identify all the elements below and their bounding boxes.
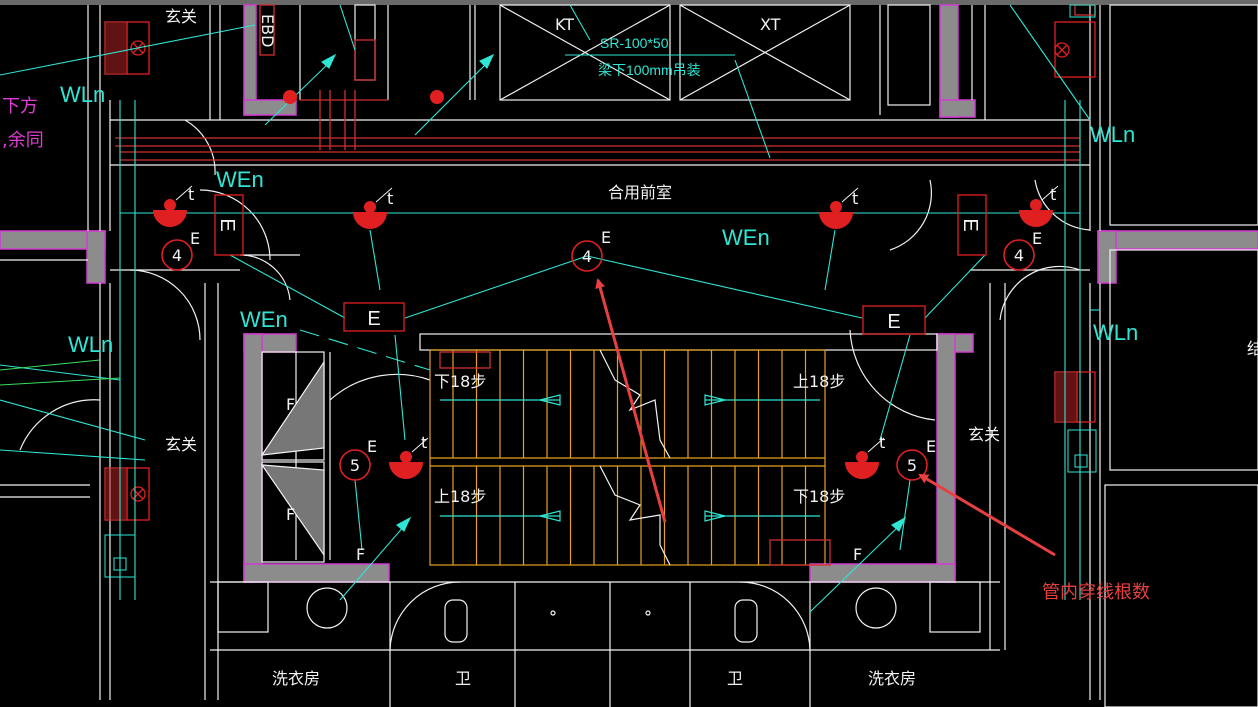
stair-break-lines — [599, 349, 671, 566]
box-label-e: E — [887, 311, 900, 333]
stairs-down-top: 下18步 — [434, 372, 486, 391]
duct-size-label: SR-100*50 — [600, 35, 669, 51]
fire-cabinet-label: F — [286, 505, 295, 524]
circle-tag-e: E — [1032, 229, 1042, 248]
stairs-up-top: 上18步 — [793, 372, 845, 391]
red-duct — [104, 4, 1096, 566]
duct-note-label: 梁下100mm吊装 — [598, 62, 701, 78]
shaft-label-xt: XT — [760, 15, 781, 34]
viewport-top-border — [0, 0, 1258, 5]
lamp-timer-label: t — [188, 185, 194, 204]
lamp-fixture-stem — [411, 437, 429, 453]
wire-count-annotation: 管内穿线根数 — [1042, 582, 1150, 603]
lamp-fixture-head — [856, 451, 868, 463]
circle-tag-e: E — [190, 229, 200, 248]
lamp-fixture-stem — [841, 187, 859, 203]
ebd-label: EBD — [258, 14, 277, 47]
walls — [0, 4, 1258, 583]
lamp-fixture — [353, 212, 387, 229]
box-label-e: E — [959, 218, 981, 231]
fire-cabinet-label: F — [286, 395, 295, 414]
architectural-lines — [0, 4, 1258, 707]
lamp-fixture — [819, 212, 853, 229]
lamp-fixture-head — [400, 451, 412, 463]
bath-label-right: 卫 — [727, 669, 743, 688]
lamp-fixtures — [153, 185, 1059, 479]
lamp-timer-label: t — [421, 433, 427, 452]
right-edge-text: 结 — [1247, 339, 1258, 358]
wire-count-number: 4 — [172, 246, 182, 265]
box-label-e: E — [367, 308, 380, 330]
circuit-label-wen: WEn — [216, 167, 264, 192]
circuit-label-wln: WLn — [60, 82, 105, 107]
fire-label: F — [853, 545, 862, 564]
lamp-fixture-stem — [175, 185, 193, 201]
lamp-fixture — [389, 462, 423, 479]
cyan-leader-arrows — [264, 53, 907, 613]
staircase — [429, 349, 826, 566]
hatch-boxes — [106, 23, 1076, 519]
equipment-boxes — [214, 194, 987, 335]
lamp-fixture-head — [1030, 199, 1042, 211]
shaft-label-kt: KT — [555, 15, 574, 34]
entrance-label-left: 玄关 — [165, 435, 197, 454]
wire-count-number: 4 — [1014, 246, 1024, 265]
green-wire — [0, 359, 121, 386]
circuit-label-wen: WEn — [240, 307, 288, 332]
mag-note-2: ,余同 — [2, 130, 44, 151]
top-fixtures — [283, 90, 444, 104]
lamp-timer-label: t — [852, 189, 858, 208]
circuit-label-wln: WLn — [68, 332, 113, 357]
entrance-label-right: 玄关 — [968, 425, 1000, 444]
wire-count-number: 5 — [350, 456, 360, 475]
fire-label: F — [356, 545, 365, 564]
lamp-fixture-head — [164, 199, 176, 211]
utility-boxes — [104, 4, 1097, 578]
lamp-timer-label: t — [1050, 185, 1056, 204]
lamp-fixture-head — [830, 201, 842, 213]
laundry-label-left: 洗衣房 — [272, 669, 320, 688]
valve-symbols — [126, 21, 1096, 521]
lamp-timer-label: t — [387, 189, 393, 208]
shared-lobby-label: 合用前室 — [608, 183, 672, 202]
circuit-label-wln: WLn — [1093, 320, 1138, 345]
lamp-fixture-stem — [867, 437, 885, 453]
stair-direction-arrows — [440, 394, 820, 522]
bath-label-left: 卫 — [455, 669, 471, 688]
lamp-fixture — [845, 462, 879, 479]
circuit-wiring — [0, 4, 1100, 600]
mag-note-1: 下方 — [2, 96, 38, 117]
lamp-fixture-stem — [375, 187, 393, 203]
annotation-arrows — [595, 278, 1056, 557]
wire-count-number: 5 — [907, 456, 917, 475]
stairs-up-bottom: 上18步 — [434, 487, 486, 506]
lamp-fixture — [153, 210, 187, 227]
lamp-timer-label: t — [879, 433, 885, 452]
wire-count-circles — [161, 239, 1035, 481]
circuit-label-wln: WLn — [1090, 122, 1135, 147]
laundry-label-right: 洗衣房 — [868, 669, 916, 688]
lamp-fixture — [1019, 210, 1053, 227]
box-label-e: E — [216, 218, 238, 231]
circle-tag-e: E — [601, 228, 611, 247]
entrance-label-top-left: 玄关 — [165, 7, 197, 26]
circuit-label-wen: WEn — [722, 225, 770, 250]
wire-count-number: 4 — [582, 247, 592, 266]
stairs-down-bottom: 下18步 — [793, 487, 845, 506]
lamp-fixture-head — [364, 201, 376, 213]
circle-tag-e: E — [926, 437, 936, 456]
circle-tag-e: E — [367, 437, 377, 456]
lamp-fixture-stem — [1041, 185, 1059, 201]
